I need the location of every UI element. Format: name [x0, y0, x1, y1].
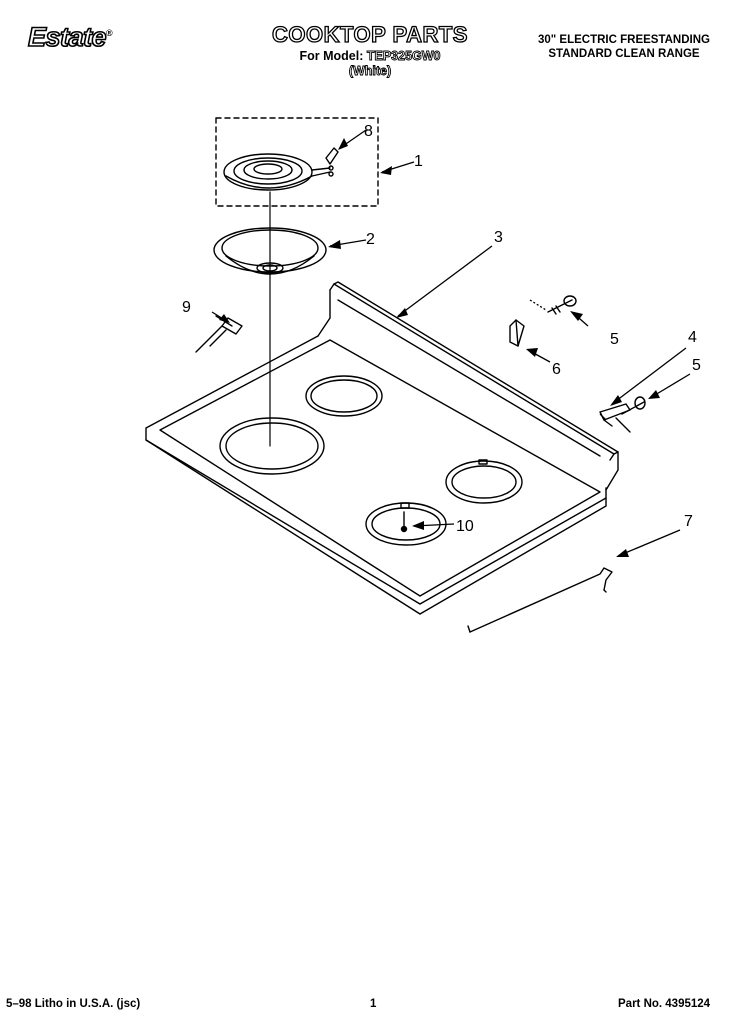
footer-litho: 5–98 Litho in U.S.A. (jsc) — [6, 998, 141, 1010]
callout-2: 2 — [366, 231, 375, 248]
model-color: (White) — [348, 64, 392, 79]
callout-4: 4 — [688, 329, 697, 346]
footer-part-number: Part No. 4395124 — [618, 998, 711, 1010]
surface-element-coil — [223, 153, 331, 191]
burner-opening-right-front — [365, 502, 447, 546]
brand-logo: Estate® — [27, 21, 113, 53]
callout-1: 1 — [414, 153, 423, 170]
screw-5-upper — [547, 295, 577, 315]
screw-5-lower — [621, 396, 646, 415]
callout-5-lower: 5 — [692, 357, 701, 374]
range-description: 30" ELECTRIC FREESTANDING STANDARD CLEAN… — [526, 33, 722, 61]
page-title: COOKTOP PARTS — [271, 21, 468, 47]
burner-opening-left-back — [305, 375, 383, 417]
clip-6 — [509, 319, 525, 347]
burner-opening-left-front — [219, 417, 325, 475]
callout-3: 3 — [494, 229, 503, 246]
callout-7: 7 — [684, 513, 693, 530]
rod-7 — [467, 567, 613, 633]
callout-8: 8 — [364, 123, 373, 140]
callout-10: 10 — [456, 518, 474, 535]
footer-page-number: 1 — [370, 998, 377, 1010]
screw-10 — [400, 511, 408, 533]
model-number: TEP325GW0 — [366, 49, 441, 64]
callout-5-upper: 5 — [610, 331, 619, 348]
callout-9: 9 — [182, 299, 191, 316]
range-line-1: 30" ELECTRIC FREESTANDING — [537, 34, 710, 46]
connector-9 — [195, 315, 243, 353]
element-assembly-box — [215, 117, 379, 207]
model-label: For Model: — [299, 49, 364, 63]
terminal-block-8 — [325, 147, 339, 177]
model-info: For Model: TEP325GW0 (White) — [262, 49, 478, 79]
burner-opening-right-back — [445, 459, 523, 504]
callout-6: 6 — [552, 361, 561, 378]
cooktop-3 — [145, 281, 619, 615]
range-line-2: STANDARD CLEAN RANGE — [548, 48, 700, 60]
